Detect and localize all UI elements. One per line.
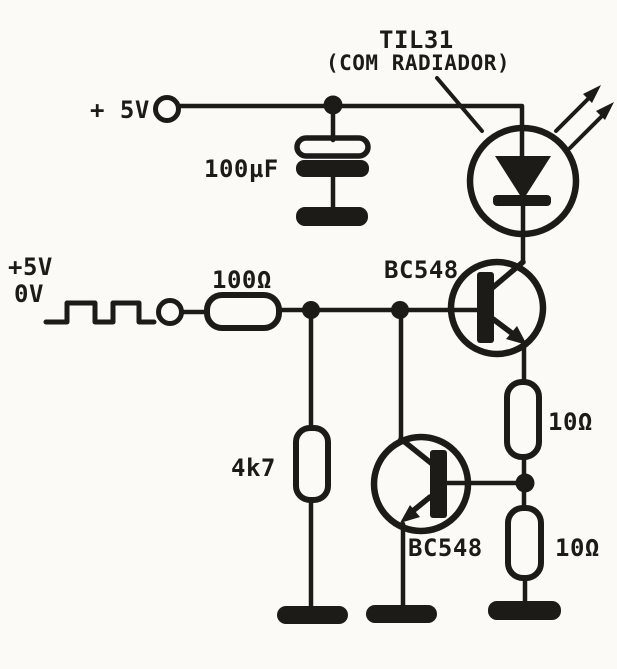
- q2-base-bar: [430, 450, 447, 518]
- label-supply-top: + 5V: [90, 96, 150, 124]
- supply-terminal: [153, 95, 181, 123]
- q1-collector-line: [488, 259, 526, 292]
- light-arrow-2: [568, 114, 604, 150]
- capacitor-plate-bottom: [296, 160, 369, 177]
- wire-top-rail: [176, 103, 525, 133]
- transistor-q2: [370, 433, 472, 535]
- resistor-10r-lower: [505, 505, 544, 581]
- resistor-100r: [204, 292, 282, 331]
- label-resistor-10r-upper: 10Ω: [548, 408, 593, 436]
- label-transistor-q1: BC548: [384, 256, 459, 284]
- resistor-4k7: [293, 425, 331, 503]
- junction-dot-base1: [302, 301, 320, 319]
- input-terminal: [156, 298, 184, 326]
- transistor-q1: [447, 258, 547, 358]
- q1-emitter-arrow: [506, 326, 527, 345]
- q2-body: [370, 433, 472, 535]
- resistor-10r-upper: [504, 379, 542, 460]
- label-input-high: +5V: [8, 253, 53, 281]
- light-arrow-1-head: [583, 85, 601, 103]
- q1-body: [447, 258, 547, 358]
- label-capacitor: 100µF: [204, 155, 279, 183]
- q2-collector-line: [398, 436, 434, 466]
- light-arrows-icon: [554, 85, 614, 150]
- label-transistor-q2: BC548: [408, 534, 483, 562]
- capacitor-plate-top: [294, 135, 371, 159]
- light-arrow-1: [554, 96, 591, 133]
- capacitor-100uf: [294, 135, 371, 177]
- light-arrow-2-head: [596, 102, 614, 120]
- q1-emitter-line: [490, 316, 516, 337]
- q2-emitter-arrow: [400, 505, 420, 523]
- ground-symbol-10r: [488, 601, 561, 620]
- label-resistor-100r: 100Ω: [212, 266, 272, 294]
- square-wave-symbol: [43, 300, 157, 325]
- ground-symbol-4k7: [277, 606, 348, 624]
- led-til31: [466, 85, 614, 238]
- label-led-note: (COM RADIADOR): [326, 51, 510, 75]
- led-cathode-bar: [493, 195, 551, 206]
- label-resistor-10r-lower: 10Ω: [555, 534, 600, 562]
- junction-dot-base2: [391, 301, 409, 319]
- led-anode-triangle: [495, 156, 551, 200]
- label-resistor-4k7: 4k7: [231, 454, 276, 482]
- label-input-low: 0V: [14, 280, 44, 308]
- label-led-part: TIL31: [379, 26, 454, 54]
- junction-dot-emitter: [515, 473, 535, 493]
- junction-dot-top: [323, 95, 343, 115]
- led-body: [466, 124, 580, 238]
- ground-symbol-cap: [296, 207, 368, 226]
- q2-emitter-line: [411, 494, 433, 513]
- label-leader-line: [435, 76, 484, 133]
- ground-symbol-q2: [366, 605, 437, 623]
- q1-base-bar: [477, 272, 494, 343]
